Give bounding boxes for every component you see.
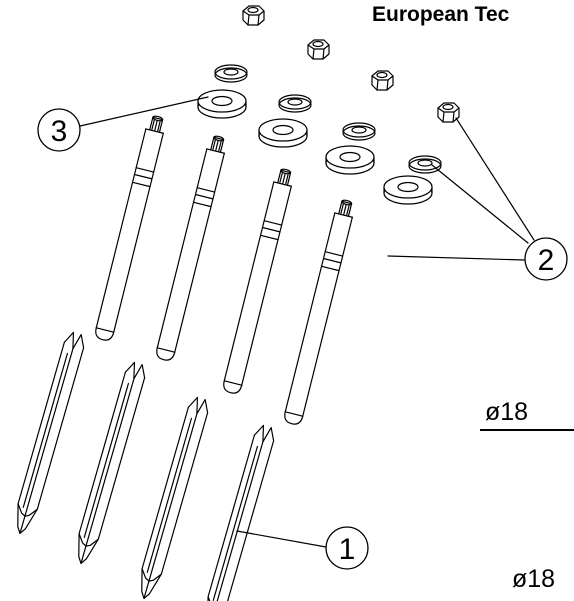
washer-small-4: [408, 155, 442, 174]
rod-1: [93, 113, 168, 343]
spike-1: [9, 330, 88, 537]
rod-3: [221, 166, 296, 396]
spike-4: [199, 423, 278, 601]
washer-small-1: [214, 64, 248, 83]
nut-2: [307, 39, 330, 60]
nut-1: [242, 5, 265, 26]
washer-large-3: [325, 145, 375, 175]
callout-3-number: 3: [51, 115, 68, 148]
dimension-underline: [480, 429, 574, 431]
washer-small-2: [278, 94, 312, 113]
callout-1-number: 1: [339, 533, 356, 566]
callout-2: 2: [524, 237, 568, 281]
washer-large-1: [197, 89, 247, 119]
leader-2a: [387, 255, 525, 261]
nut-4: [437, 102, 460, 123]
rod-4: [282, 197, 357, 427]
dimension-label-2: ø18: [512, 565, 556, 593]
leader-1: [236, 530, 327, 548]
washer-small-3: [342, 122, 376, 141]
leader-2b: [431, 164, 529, 244]
spike-2: [70, 360, 149, 567]
rod-2: [154, 133, 229, 363]
callout-2-number: 2: [538, 244, 555, 277]
drawing-title: European Tec: [372, 3, 510, 26]
spike-3: [133, 395, 212, 601]
nut-3: [371, 70, 394, 91]
washer-large-2: [258, 118, 308, 148]
callout-1: 1: [325, 526, 369, 570]
leader-3: [79, 96, 209, 127]
washer-large-4: [383, 175, 433, 205]
leader-2c: [455, 117, 535, 241]
callout-3: 3: [37, 108, 81, 152]
dimension-label-1: ø18: [485, 398, 529, 426]
